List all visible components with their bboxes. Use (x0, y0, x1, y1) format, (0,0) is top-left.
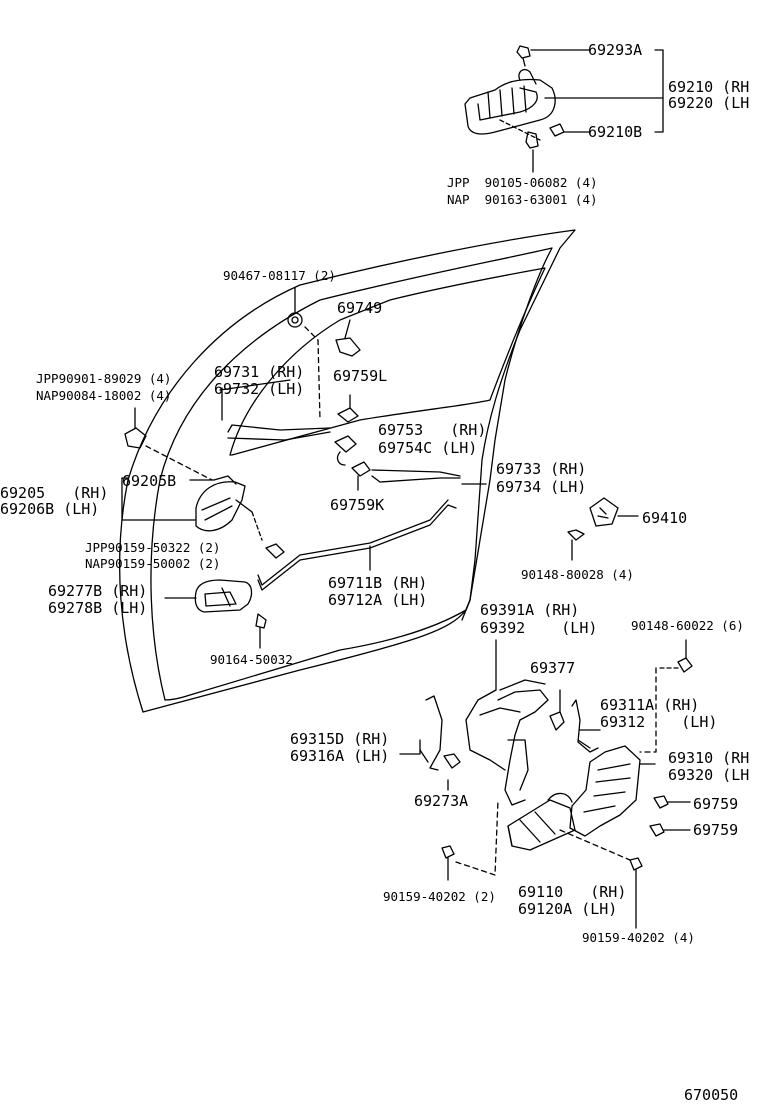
label-90159-40202-4: 90159-40202 (4) (582, 930, 695, 945)
label-69732: 69732 (LH) (214, 380, 305, 398)
rod-clips (334, 394, 371, 491)
label-69277b: 69277B (RH) (48, 582, 148, 600)
label-jpp-90159: JPP90159-50322 (2) (85, 540, 221, 555)
label-69749: 69749 (337, 299, 383, 317)
label-jpp-90105: JPP 90105-06082 (4) (447, 175, 598, 190)
label-69310: 69310 (RH (668, 749, 750, 767)
label-69731: 69731 (RH) (214, 363, 305, 381)
label-69320: 69320 (LH (668, 766, 750, 784)
label-69120a: 69120A (LH) (518, 900, 618, 918)
label-69312: 69312 (LH) (600, 713, 718, 731)
label-69712a: 69712A (LH) (328, 591, 428, 609)
label-69392: 69392 (LH) (480, 619, 598, 637)
clip-jpp2 (124, 407, 213, 481)
label-69733: 69733 (RH) (496, 460, 587, 478)
top-leaders (499, 49, 664, 173)
label-90467: 90467-08117 (2) (223, 268, 336, 283)
clip-90467 (287, 287, 303, 328)
label-69759l: 69759L (333, 367, 388, 385)
label-nap-90163: NAP 90163-63001 (4) (447, 192, 598, 207)
rods (221, 387, 461, 591)
label-nap-90159: NAP90159-50002 (2) (85, 556, 221, 571)
label-69410: 69410 (642, 509, 688, 527)
label-69210: 69210 (RH (668, 78, 750, 96)
label-69391a: 69391A (RH) (480, 601, 580, 619)
misc-leaders (219, 379, 601, 731)
label-69316a: 69316A (LH) (290, 747, 390, 765)
label-69754c: 69754C (LH) (378, 439, 478, 457)
striker-69410 (567, 497, 639, 561)
door-outline (119, 229, 576, 713)
inside-handle (195, 475, 285, 559)
label-69205: 69205 (RH) (0, 484, 109, 502)
label-jpp-90901: JPP90901-89029 (4) (36, 371, 172, 386)
label-69273a: 69273A (414, 792, 469, 810)
handle-leaders (121, 477, 215, 521)
label-69734: 69734 (LH) (496, 478, 587, 496)
label-69377: 69377 (530, 659, 576, 677)
label-69315d: 69315D (RH) (290, 730, 390, 748)
lock-assembly (399, 599, 693, 929)
label-90159-40202-2: 90159-40202 (2) (383, 889, 496, 904)
label-69759-a: 69759 (693, 795, 739, 813)
label-69311a: 69311A (RH) (600, 696, 700, 714)
label-90164: 90164-50032 (210, 652, 293, 667)
outside-handle (464, 45, 565, 149)
label-69759k: 69759K (330, 496, 385, 514)
label-69206b: 69206B (LH) (0, 500, 100, 518)
label-69205b: 69205B (122, 472, 177, 490)
diagram-id: 670050 (684, 1086, 739, 1104)
label-69753: 69753 (RH) (378, 421, 487, 439)
label-90148-80028: 90148-80028 (4) (521, 567, 634, 582)
label-69220: 69220 (LH (668, 94, 750, 112)
label-90148-60022: 90148-60022 (6) (631, 618, 744, 633)
handle-bezel (164, 579, 267, 649)
label-69759-b: 69759 (693, 821, 739, 839)
label-69110: 69110 (RH) (518, 883, 627, 901)
label-69711b: 69711B (RH) (328, 574, 428, 592)
label-69293a: 69293A (588, 41, 643, 59)
label-69210b: 69210B (588, 123, 643, 141)
clip-69749 (304, 319, 361, 421)
label-69278b: 69278B (LH) (48, 599, 148, 617)
label-nap-90084: NAP90084-18002 (4) (36, 388, 172, 403)
